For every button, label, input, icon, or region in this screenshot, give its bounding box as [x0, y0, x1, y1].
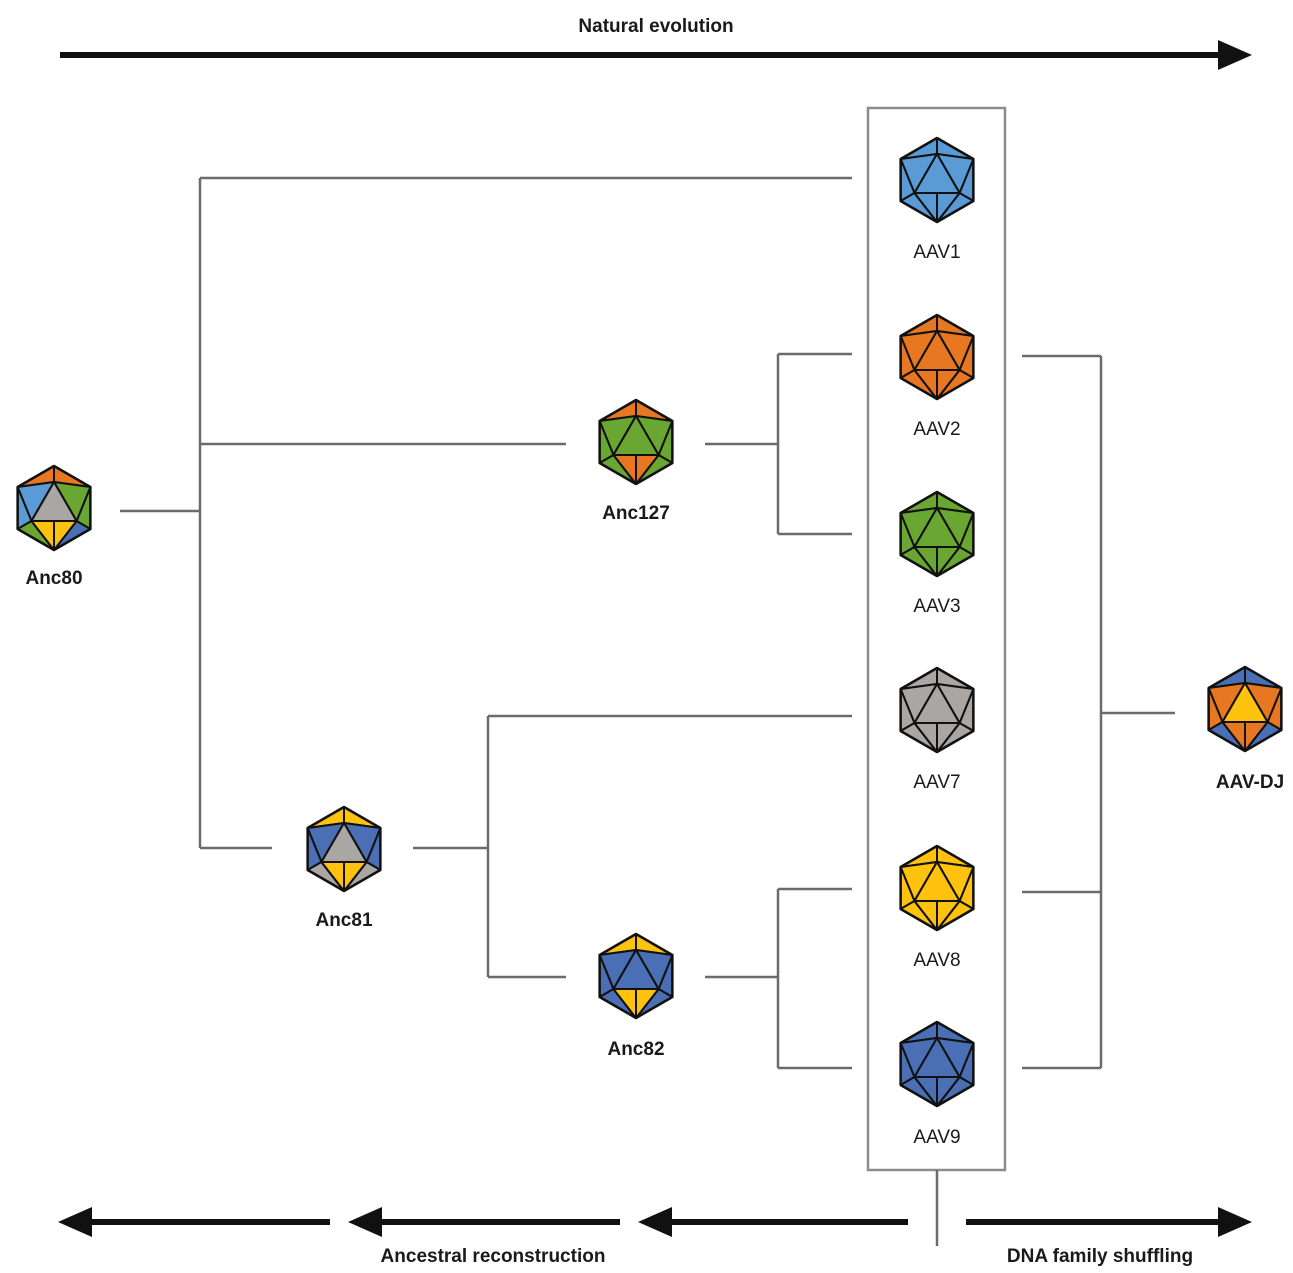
- anc80-node: Anc80: [16, 464, 92, 589]
- aav1-face-center: [913, 152, 961, 195]
- dna-family-shuffling-arrow: [966, 1207, 1252, 1237]
- aav9-capsid-icon: [899, 1020, 975, 1108]
- anc81-outline: [306, 805, 382, 893]
- anc80-label: Anc80: [25, 568, 82, 589]
- anc127-label: Anc127: [602, 503, 670, 524]
- anc82-node: Anc82: [598, 932, 674, 1060]
- aav3-label: AAV3: [913, 596, 960, 617]
- anc81-capsid-icon: [306, 805, 382, 893]
- aavdj-label: AAV-DJ: [1216, 772, 1284, 793]
- ancestral-reconstruction-arrows: [58, 1207, 908, 1237]
- aav1-capsid-icon: [899, 136, 975, 224]
- aav3-capsid-icon: [899, 490, 975, 578]
- aav9-face-center: [913, 1036, 961, 1079]
- anc127-node: Anc127: [598, 398, 674, 524]
- natural-evolution-arrow: [60, 40, 1252, 70]
- anc127-capsid-icon: [598, 398, 674, 486]
- aav3-face-center: [913, 506, 961, 549]
- aav9-label: AAV9: [913, 1127, 960, 1148]
- aav7-node: AAV7: [899, 666, 975, 793]
- aav1-node: AAV1: [899, 136, 975, 263]
- natural-evolution-label: Natural evolution: [578, 16, 733, 37]
- aav2-outline: [899, 313, 975, 401]
- aav8-face-center: [913, 860, 961, 903]
- tree-branches: [120, 176, 1175, 1246]
- anc127-face-center: [612, 414, 660, 457]
- aav7-capsid-icon: [899, 666, 975, 754]
- anc81-face-center: [320, 821, 368, 864]
- anc80-capsid-icon: [16, 464, 92, 552]
- aav7-label: AAV7: [913, 772, 960, 793]
- aav8-label: AAV8: [913, 950, 960, 971]
- ancestral-reconstruction-label: Ancestral reconstruction: [381, 1246, 606, 1267]
- anc82-face-center: [612, 948, 660, 991]
- aav8-node: AAV8: [899, 844, 975, 971]
- anc82-outline: [598, 932, 674, 1020]
- anc80-face-center: [30, 480, 78, 523]
- aavdj-capsid-icon: [1207, 665, 1283, 753]
- anc80-outline: [16, 464, 92, 552]
- aav2-label: AAV2: [913, 419, 960, 440]
- aav3-outline: [899, 490, 975, 578]
- aav9-outline: [899, 1020, 975, 1108]
- aavdj-outline: [1207, 665, 1283, 753]
- anc81-label: Anc81: [315, 910, 372, 931]
- aav8-outline: [899, 844, 975, 932]
- dna-family-shuffling-label: DNA family shuffling: [1007, 1246, 1193, 1267]
- anc127-outline: [598, 398, 674, 486]
- aav1-label: AAV1: [913, 242, 960, 263]
- aav2-node: AAV2: [899, 313, 975, 440]
- aav8-capsid-icon: [899, 844, 975, 932]
- anc82-capsid-icon: [598, 932, 674, 1020]
- aav1-outline: [899, 136, 975, 224]
- anc82-label: Anc82: [607, 1039, 664, 1060]
- aav3-node: AAV3: [899, 490, 975, 617]
- aavdj-face-center: [1221, 681, 1269, 724]
- anc81-node: Anc81: [306, 805, 382, 931]
- aav7-outline: [899, 666, 975, 754]
- aavdj-node: AAV-DJ: [1207, 665, 1284, 793]
- aav7-face-center: [913, 682, 961, 725]
- aav2-face-center: [913, 329, 961, 372]
- aav2-capsid-icon: [899, 313, 975, 401]
- aav9-node: AAV9: [899, 1020, 975, 1148]
- extant-serotypes-box: [866, 106, 1007, 1172]
